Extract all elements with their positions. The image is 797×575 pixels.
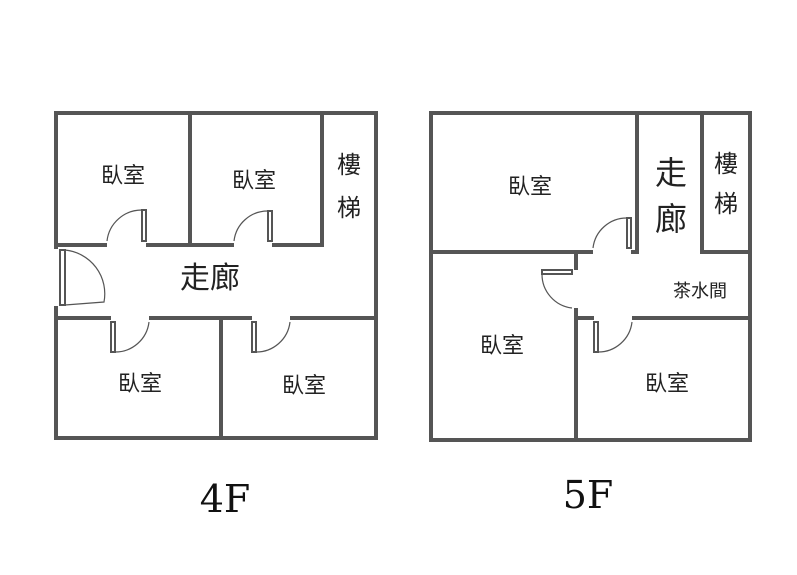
room-label-char: 梯 [337,194,361,222]
room-label: 臥室 [282,374,326,399]
room-label: 走廊 [180,261,240,296]
floor-5f: 臥室 走廊 樓梯 茶水間 臥室 臥室 5F [429,111,752,517]
door-icon [251,321,291,353]
floor-4f: 臥室 臥室 樓梯 走廊 臥室 臥室 4F [52,111,378,521]
door-icon [233,210,273,242]
floor-5f-door-opening [594,314,632,322]
floor-5f-outer-wall [429,111,752,442]
room-label-char: 走 [655,154,687,192]
room-label-char: 梯 [714,190,738,218]
door-icon [59,249,106,306]
door-icon [592,217,632,249]
floor-4f-door-opening [234,241,272,249]
room-label: 茶水間 [673,281,727,302]
room-label: 臥室 [480,334,524,359]
door-icon [110,321,150,353]
floor-4f-door-opening [252,314,290,322]
room-label-char: 廊 [655,200,687,238]
room-label: 臥室 [118,372,162,397]
floor-5f-door-opening [593,248,631,256]
room-label: 樓梯 [337,151,361,222]
room-label: 走廊 [655,154,687,238]
room-label-char: 樓 [714,150,738,178]
door-icon [593,321,633,353]
door-icon [541,269,573,309]
floor-label: 5F [563,473,614,517]
floor-4f-door-opening [52,249,60,306]
room-label: 臥室 [232,169,276,194]
floor-4f-door-opening [107,241,146,249]
floor-4f-door-opening [111,314,149,322]
floor-5f-door-opening [572,270,580,308]
room-label-char: 樓 [337,151,361,179]
room-label: 樓梯 [714,150,738,218]
floor-label: 4F [200,477,251,521]
room-label: 臥室 [101,164,145,189]
door-icon [106,209,147,242]
room-label: 臥室 [508,175,552,200]
room-label: 臥室 [645,372,689,397]
